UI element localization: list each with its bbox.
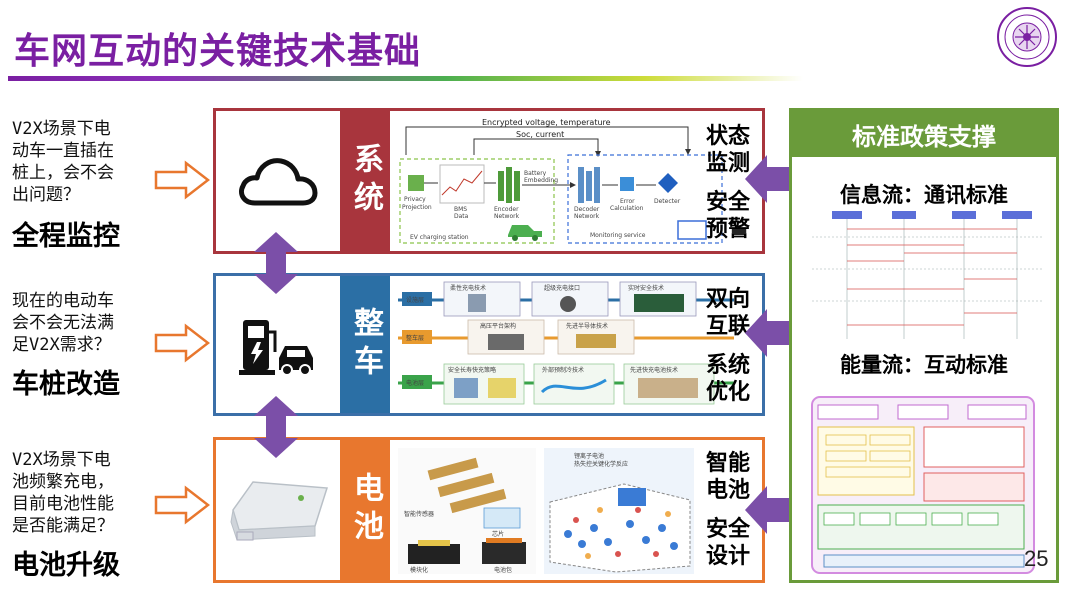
university-seal-logo [997,7,1057,67]
semiconductor-label: 先进半导体技术 [566,322,608,330]
bms-data-label: Data [454,213,469,220]
battery-label: Battery [524,170,547,177]
answer-vehicle-pile: 车桩改造 [12,369,120,400]
double-arrow-vertical-icon [254,396,298,458]
vehicle-tag: 整车层 [406,334,424,342]
question-3: V2X场景下电池频繁充电， 目前电池性能是否能满足？ [12,450,114,536]
double-arrow-vertical-icon [254,232,298,294]
detecter-label: Detecter [654,198,681,205]
calculation-label: Calculation [610,205,644,212]
policy-panel: 标准政策支撑 信息流：通讯标准 能量流：互动标准 [789,108,1059,583]
module-caption: 模块化 [410,566,428,574]
safety-design-text: 安全设计 [705,517,750,569]
answer-full-monitoring: 全程监控 [12,221,120,252]
interaction-standard-diagram [811,396,1035,574]
battery-cell-icon [230,481,328,541]
vehicle-label: 整车 [340,276,390,413]
battery-label: 电池 [340,440,390,580]
projection-label: Projection [402,204,432,211]
privacy-label: Privacy [404,196,426,203]
hv-platform-label: 高压平台架构 [480,322,516,330]
answer-battery-upgrade: 电池升级 [12,550,120,581]
monitoring-label: Monitoring service [590,232,646,239]
question-2: 现在的电动车会不会无法满 足V2X需求？ [12,291,114,355]
communication-standard-diagram [812,211,1042,339]
lithium-caption-1: 锂离子电池 [574,452,604,460]
super-charge-label: 超级充电接口 [544,284,580,292]
charging-icon-area [216,276,340,413]
system-panel: 系统 Encrypted voltage, temperature Soc, c… [213,108,765,254]
encoder-network-label: Network [494,213,520,220]
flex-charge-label: 柔性充电技术 [450,284,486,292]
arrow-right-icon [154,323,210,363]
encoder-label: Encoder [494,206,519,213]
policy-header: 标准政策支撑 [792,111,1056,157]
advanced-battery-label: 先进快充电池技术 [630,366,678,374]
title-underline [8,76,803,81]
battery-panel: 电池 智能传感器 芯片 模块化 电池包 锂离子电池 热失控关键化学反应 [213,437,765,583]
precooling-label: 外部预制冷技术 [542,366,584,374]
question-1: V2X场景下电动车一直插在 桩上，会不会出问题？ [12,119,114,205]
embedding-label: Embedding [524,177,558,184]
cloud-icon-area [216,111,340,251]
status-monitoring-text: 状态监测 [705,124,750,176]
energy-flow-title: 能量流：互动标准 [840,353,1008,377]
vehicle-tech-diagram: 设施层 整车层 电池层 柔性充电技术 超级充电接口 实时安全技术 高压平台架构 … [398,280,736,409]
encrypted-label: Encrypted voltage, temperature [482,118,611,127]
realtime-safety-label: 实时安全技术 [628,284,664,292]
cloud-icon [239,158,318,206]
info-flow-title: 信息流：通讯标准 [840,183,1008,207]
ev-station-label: EV charging station [410,234,469,241]
facility-tag: 设施层 [406,296,424,304]
chip-caption: 芯片 [492,530,504,538]
vehicle-panel: 整车 设施层 整车层 电池层 柔性充电技术 超级充电接口 实时安全技术 [213,273,765,416]
smart-battery-text: 智能电池 [705,451,750,503]
safety-warning-text: 安全预警 [705,190,750,242]
decoder-label: Decoder [574,206,600,213]
bms-monitoring-diagram: Encrypted voltage, temperature Soc, curr… [398,115,736,247]
soc-label: Soc, current [516,130,564,139]
page-number: 25 [1024,546,1049,571]
decoder-network-label: Network [574,213,600,220]
page-title: 车网互动的关键技术基础 [14,31,422,72]
system-label: 系统 [340,111,390,251]
battery-tech-diagram: 智能传感器 芯片 模块化 电池包 锂离子电池 热失控关键化学反应 [398,444,736,576]
system-optimization-text: 系统优化 [705,353,750,405]
error-label: Error [620,198,635,205]
bidirectional-text: 双向互联 [705,287,750,339]
pack-caption: 电池包 [494,566,512,574]
arrow-right-icon [154,160,210,200]
safe-fast-charge-label: 安全长寿快充策略 [448,366,496,374]
arrow-right-icon [154,485,210,525]
bms-label: BMS [454,206,467,213]
sensor-caption: 智能传感器 [404,510,434,518]
charging-station-icon [239,319,313,376]
battery-tag: 电池层 [406,379,424,387]
monitor-icon [677,220,707,240]
battery-icon-area [216,440,340,580]
car-icon [508,225,542,241]
lithium-caption-2: 热失控关键化学反应 [574,460,628,468]
